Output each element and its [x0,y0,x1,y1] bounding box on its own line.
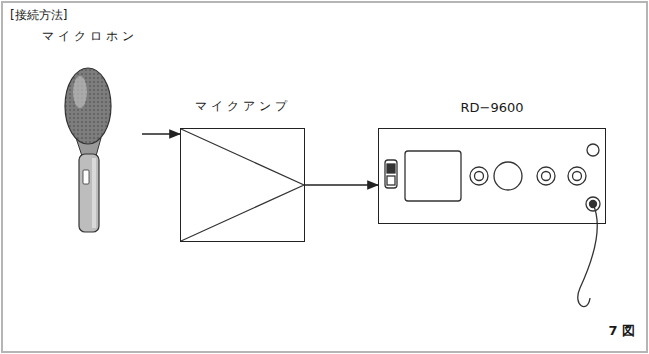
part-name: マイクロホン [38,28,142,45]
microphone-figure [65,68,111,232]
part-name: マイクアンプ [195,98,291,115]
signal-arrow [305,184,378,186]
recorder-front-panel [385,144,600,307]
figure-number: 7 図 [608,322,635,340]
section-title: [接続方法] [10,7,67,24]
amplifier-symbol [181,129,304,241]
mic-amplifier-box: マイクアンプ [180,128,305,242]
microphone: マイクロホン [38,28,142,232]
part-name: RD−9600 [460,100,523,115]
recorder-box: RD−9600 [378,128,606,224]
signal-arrow [142,133,180,135]
